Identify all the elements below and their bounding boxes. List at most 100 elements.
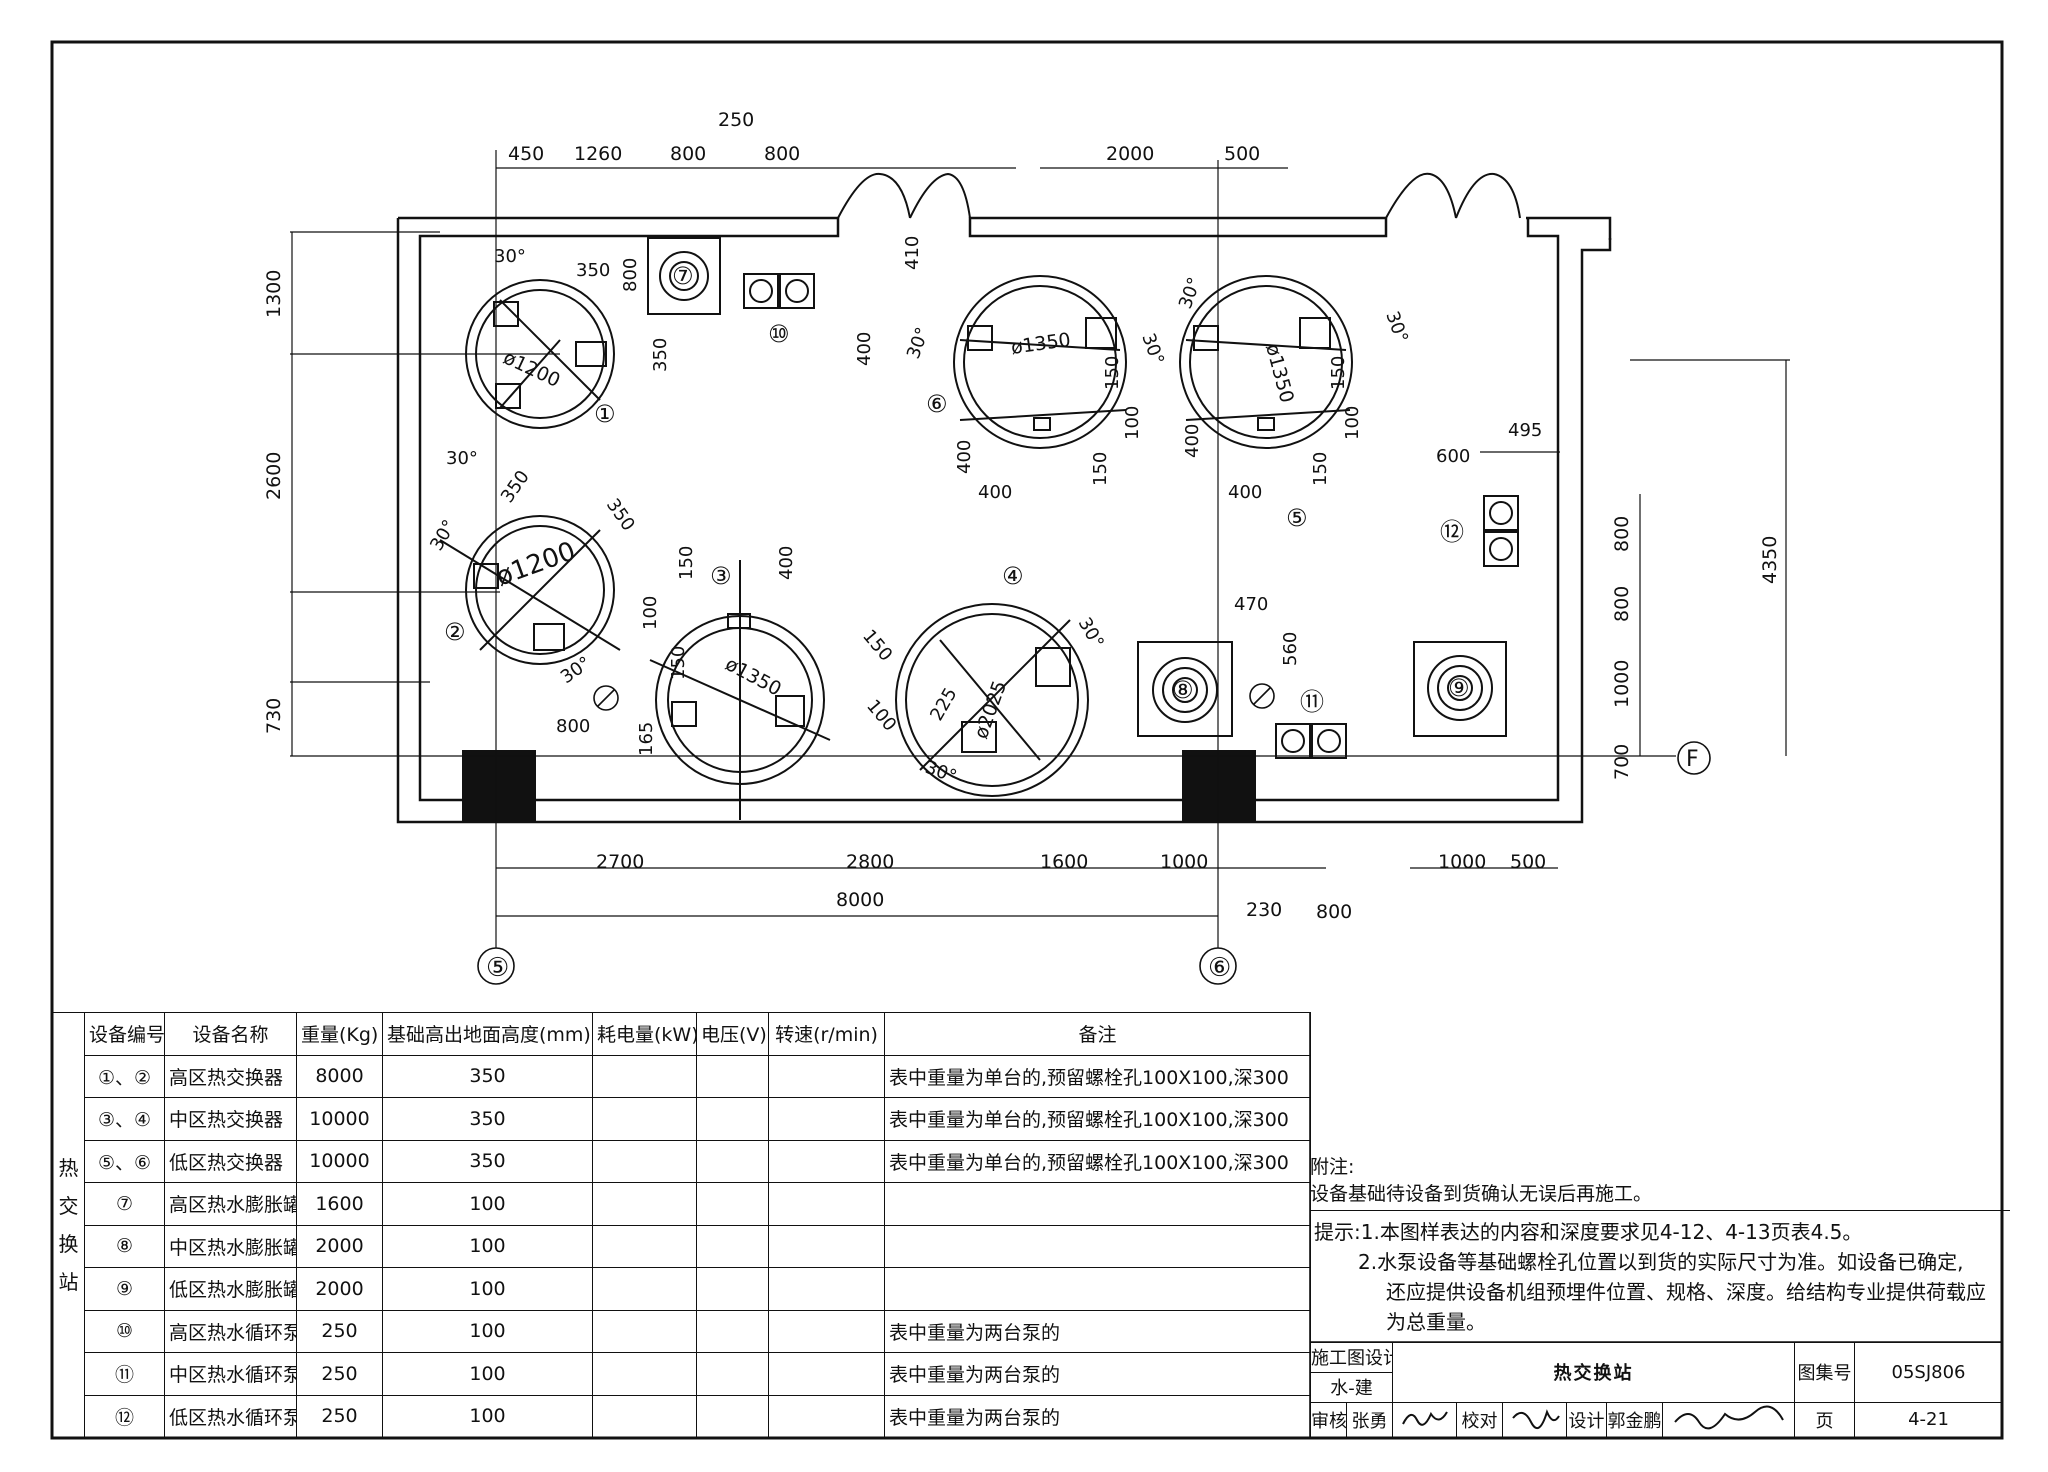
cell-height: 100 <box>382 1267 593 1311</box>
dims-bottom: 2700 2800 1600 1000 8000 1000 500 230 80… <box>596 851 1546 923</box>
dim-text: 700 <box>1611 744 1633 780</box>
room-walls <box>396 172 1612 824</box>
axis-bubble-6 <box>1199 947 1237 985</box>
tips-block: 提示:1.本图样表达的内容和深度要求见4-12、4-13页表4.5。 2.水泵设… <box>1310 1210 2010 1342</box>
cell-height: 350 <box>382 1139 593 1183</box>
cell-weight: 250 <box>296 1394 383 1438</box>
dim-text: 150 <box>1328 356 1349 390</box>
designer-name: 郭金鹏 <box>1606 1401 1663 1439</box>
tips-line: 为总重量。 <box>1386 1310 1486 1334</box>
title-block: 施工图设计 热交换站 图集号 05SJ806 水-建 审核 张勇 校对 设计 郭… <box>1310 1342 2003 1439</box>
dim-text: 100 <box>1342 406 1363 440</box>
axis-label: F <box>1686 747 1699 772</box>
dim-text: 1300 <box>263 270 285 318</box>
dimension-lines <box>291 167 1787 917</box>
angle-text: 30° <box>903 325 934 362</box>
page-number: 4-21 <box>1854 1401 2003 1439</box>
dim-text: 800 <box>556 716 590 737</box>
equipment-number: ⑨ <box>1448 674 1470 702</box>
dim-text: 2600 <box>263 452 285 500</box>
dim-text: 500 <box>1224 143 1260 165</box>
column-header: 耗电量(kW) <box>592 1012 697 1056</box>
cell-no: ⑨ <box>84 1267 165 1311</box>
dim-text: 350 <box>650 338 671 372</box>
column-header: 重量(Kg) <box>296 1012 383 1056</box>
heat-exchanger-5 <box>1179 275 1353 449</box>
notes-block: 附注: 设备基础待设备到货确认无误后再施工。 <box>1310 1152 2010 1206</box>
pump-12 <box>1483 495 1519 567</box>
dim-text: 2800 <box>846 851 894 873</box>
cell-no: ⑦ <box>84 1182 165 1226</box>
cell-height: 100 <box>382 1394 593 1438</box>
cell-height: 100 <box>382 1309 593 1353</box>
angle-text: 30° <box>1074 614 1108 652</box>
dim-text: 150 <box>1310 452 1331 486</box>
stage-label: 施工图设计 <box>1310 1342 1393 1373</box>
angle-text: 30° <box>922 757 959 788</box>
cell-name: 中区热水膨胀罐 <box>164 1224 297 1268</box>
cell-name: 高区热水膨胀罐 <box>164 1182 297 1226</box>
cell-name: 高区热交换器 <box>164 1054 297 1098</box>
column-header: 转速(r/min) <box>768 1012 885 1056</box>
cell-weight: 250 <box>296 1309 383 1353</box>
diameter-text: ø1350 <box>1261 342 1298 406</box>
expansion-tank-9 <box>1413 641 1507 737</box>
floor-drain <box>593 683 1275 711</box>
column-header: 设备名称 <box>164 1012 297 1056</box>
table-row: ③、④ 中区热交换器 10000 350 表中重量为单台的,预留螺栓孔100X1… <box>84 1097 1311 1141</box>
cell-height: 350 <box>382 1097 593 1141</box>
drawing-title: 热交换站 <box>1392 1342 1795 1403</box>
angle-text: 30° <box>1137 331 1168 368</box>
dims-misc: 350 800 350 410 400 350 350 150 400 100 … <box>497 236 1542 756</box>
angle-text: 30° <box>446 448 478 469</box>
angle-text: 30° <box>494 246 526 267</box>
equipment-number: ③ <box>710 562 732 590</box>
cell-height: 100 <box>382 1352 593 1396</box>
dim-text: 1000 <box>1160 851 1208 873</box>
dim-text: 1000 <box>1611 660 1633 708</box>
cell-note: 表中重量为单台的,预留螺栓孔100X100,深300 <box>884 1139 1311 1183</box>
table-row: ⑫ 低区热水循环泵 250 100 表中重量为两台泵的 <box>84 1394 1311 1438</box>
dim-text: 4350 <box>1759 536 1781 584</box>
dim-text: 400 <box>1228 482 1262 503</box>
dim-text: 150 <box>668 646 689 680</box>
angle-labels: 30° 30° 30° 30° 30° 30° 30° 30° 30° 30° <box>426 246 1412 788</box>
dim-text: 600 <box>1436 446 1470 467</box>
cell-no: ⑩ <box>84 1309 165 1353</box>
dim-text: 350 <box>602 495 639 535</box>
atlas-label: 图集号 <box>1794 1342 1855 1403</box>
dim-text: 800 <box>764 143 800 165</box>
table-row: ⑩ 高区热水循环泵 250 100 表中重量为两台泵的 <box>84 1309 1311 1353</box>
heat-exchanger-1 <box>465 279 615 429</box>
reviewer-signature <box>1392 1401 1457 1439</box>
dim-text: 410 <box>902 236 923 270</box>
notes-title: 附注: <box>1310 1156 1355 1178</box>
axis-bubble-5 <box>477 947 515 985</box>
cell-note: 表中重量为两台泵的 <box>884 1352 1311 1396</box>
equipment-table: 设备编号 设备名称 重量(Kg) 基础高出地面高度(mm) 耗电量(kW) 电压… <box>84 1012 1311 1438</box>
dim-text: 230 <box>1246 899 1282 921</box>
table-row: ⑤、⑥ 低区热交换器 10000 350 表中重量为单台的,预留螺栓孔100X1… <box>84 1139 1311 1183</box>
cell-no: ⑪ <box>84 1352 165 1396</box>
dim-text: 150 <box>676 546 697 580</box>
diameter-text: ø1350 <box>1010 329 1072 359</box>
cell-name: 中区热水循环泵 <box>164 1352 297 1396</box>
cell-name: 低区热水膨胀罐 <box>164 1267 297 1311</box>
table-header-row: 设备编号 设备名称 重量(Kg) 基础高出地面高度(mm) 耗电量(kW) 电压… <box>84 1012 1311 1056</box>
dim-text: 100 <box>640 596 661 630</box>
dim-text: 250 <box>718 109 754 131</box>
dim-text: 2000 <box>1106 143 1154 165</box>
cell-weight: 10000 <box>296 1097 383 1141</box>
cell-no: ①、② <box>84 1054 165 1098</box>
table-row: ⑨ 低区热水膨胀罐 2000 100 <box>84 1267 1311 1311</box>
diameter-text: ø1350 <box>722 653 785 701</box>
cell-note: 表中重量为两台泵的 <box>884 1309 1311 1353</box>
dim-text: 350 <box>497 467 534 507</box>
dim-text: 800 <box>670 143 706 165</box>
table-row: ⑦ 高区热水膨胀罐 1600 100 <box>84 1182 1311 1226</box>
expansion-tank-7 <box>647 237 721 315</box>
sheet-border <box>50 40 2004 1440</box>
dim-text: 350 <box>576 260 610 281</box>
notes-text: 设备基础待设备到货确认无误后再施工。 <box>1310 1183 1653 1205</box>
equipment-number: ⑫ <box>1440 518 1464 546</box>
